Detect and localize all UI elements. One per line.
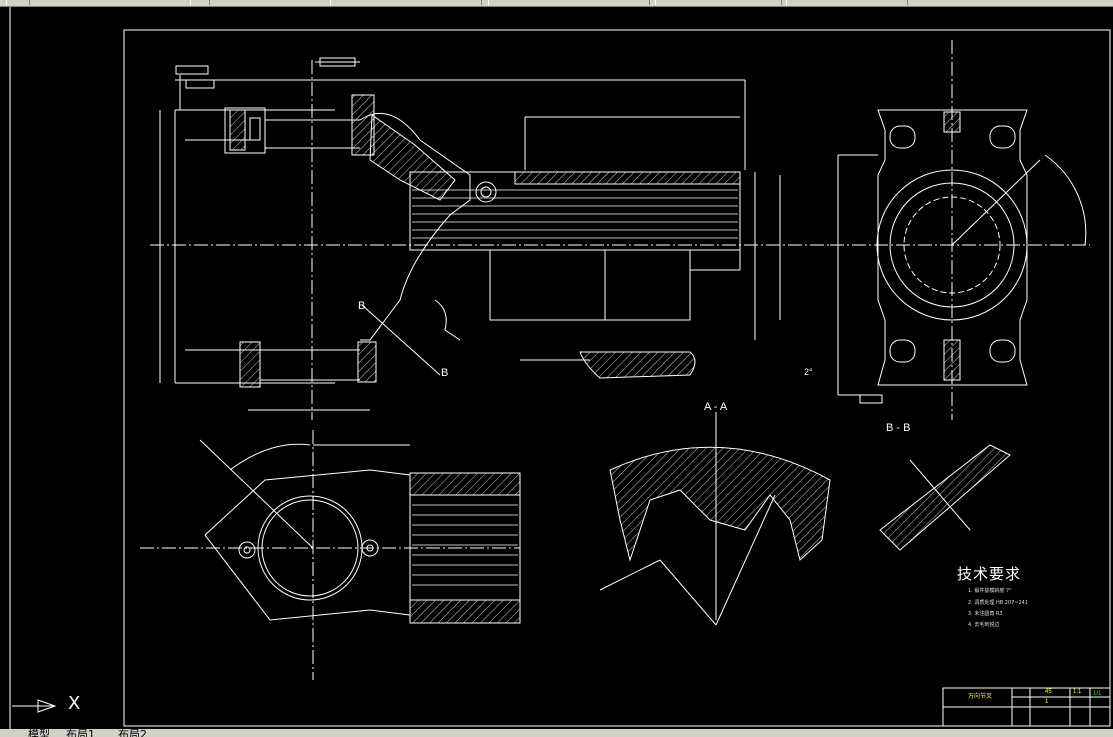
title-block-scale: 1:1 [1073,689,1082,695]
toolbar-segment[interactable] [488,0,650,5]
tech-item: 2. 调质处理 HB 207~241 [968,600,1029,606]
toolbar-segment[interactable] [6,0,30,5]
title-block-sheet: 1/1 [1093,691,1102,697]
angle-note: 2° [804,367,813,377]
title-block [942,687,1111,727]
tab-model[interactable]: 模型 [28,729,50,737]
tab-layout2[interactable]: 布局2 [118,729,147,737]
layout-tab-bar: 模型 布局1 布局2 [0,729,1113,737]
cut-label-b-lower: B [441,367,449,379]
cut-label-b-upper: B [358,300,366,312]
section-label-aa: A - A [704,401,728,413]
side-view [830,40,1090,420]
title-block-quantity: 1 [1045,699,1049,705]
title-block-part-name: 万向节叉 [968,694,993,700]
tech-item: 1. 锻件拔模斜度 7° [968,588,1012,594]
toolbar-segment[interactable] [655,0,782,5]
tab-layout1[interactable]: 布局1 [66,729,95,737]
tech-requirements-title: 技术要求 [957,565,1022,583]
sheet-border [123,29,1111,727]
tech-item: 3. 未注圆角 R3 [968,611,1003,617]
partial-view [140,430,521,680]
section-aa [599,412,831,626]
tech-item: 4. 去毛刺锐边 [968,622,1000,628]
section-label-bb: B - B [886,422,911,434]
title-block-material: 45 [1045,689,1052,695]
toolbar-strip [0,0,1113,7]
ucs-icon [12,699,57,713]
toolbar-segment[interactable] [330,0,482,5]
drawing-canvas[interactable]: A - A B - B B B 2° 技术要求 1. 锻件拔模斜度 7° 2. … [0,7,1113,729]
ucs-x-label: X [68,693,81,714]
section-bb [879,444,1011,551]
front-view [150,57,830,420]
cad-drawing [9,7,1111,729]
toolbar-segment[interactable] [786,0,908,5]
toolbar-segment[interactable] [190,0,210,5]
